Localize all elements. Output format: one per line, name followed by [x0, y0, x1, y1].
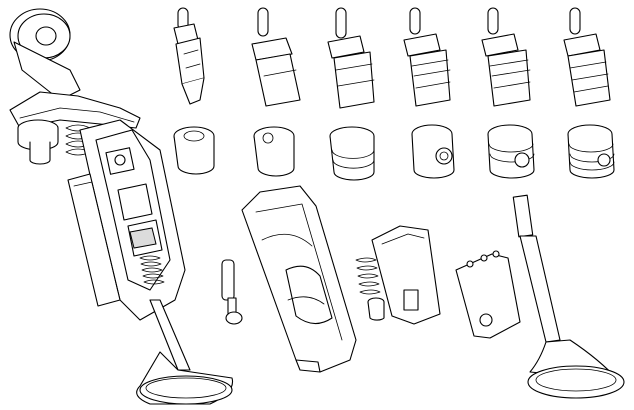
cutaway-housing — [241, 185, 357, 373]
pin-stage-2 — [251, 7, 301, 107]
pin-stage-6 — [563, 7, 611, 107]
engine-valve — [512, 194, 625, 399]
spring-with-cap — [355, 257, 385, 321]
pin-stage-1 — [173, 7, 205, 105]
pin-row — [173, 7, 611, 109]
sleeve-stage-3 — [329, 126, 375, 181]
sleeve-stage-1 — [173, 126, 215, 175]
pin-stage-3 — [327, 7, 375, 109]
assembled-valve-actuator — [9, 8, 234, 405]
sleeve-stage-4 — [411, 124, 455, 179]
pin-stage-4 — [403, 7, 451, 107]
small-plunger — [221, 259, 243, 325]
sleeve-stage-5 — [487, 124, 535, 179]
sleeve-stage-6 — [567, 124, 615, 179]
pin-stage-5 — [481, 7, 531, 107]
sleeve-stage-2 — [253, 126, 295, 177]
sleeve-row — [173, 124, 615, 181]
retainer-plate — [455, 250, 521, 339]
half-shell — [371, 225, 441, 325]
